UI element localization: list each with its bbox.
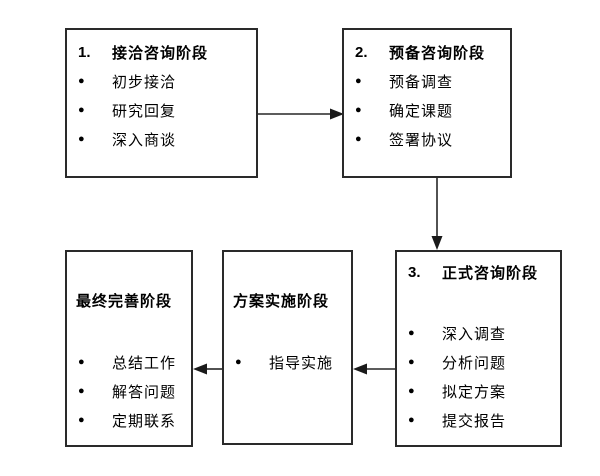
stage-title-row: 方案实施阶段	[224, 286, 351, 315]
stage-item: 签署协议	[389, 132, 454, 149]
stage-item-row: ● 提交报告	[397, 406, 560, 435]
stage-number: 2.	[355, 44, 368, 61]
arrow-stage4-to-stage5	[193, 363, 222, 375]
stage-item: 初步接洽	[112, 74, 177, 91]
stage-title: 预备咨询阶段	[389, 45, 486, 62]
arrow-stage1-to-stage2	[258, 108, 344, 120]
arrow-stage3-to-stage4	[353, 363, 395, 375]
stage-box-initial-contact: 1. 接洽咨询阶段 ● 初步接洽 ● 研究回复 ● 深入商谈	[65, 28, 258, 178]
bullet-icon: ●	[78, 414, 85, 426]
bullet-icon: ●	[235, 356, 242, 368]
bullet-icon: ●	[355, 133, 362, 145]
stage-item: 拟定方案	[442, 384, 507, 401]
stage-item-row: ● 确定课题	[344, 96, 510, 125]
stage-item-row: ● 总结工作	[67, 348, 191, 377]
bullet-icon: ●	[78, 104, 85, 116]
stage-box-final-improvement: 最终完善阶段 ● 总结工作 ● 解答问题 ● 定期联系	[65, 250, 193, 447]
stage-item-row: ● 指导实施	[224, 348, 351, 377]
stage-item-row: ● 解答问题	[67, 377, 191, 406]
stage-item: 分析问题	[442, 355, 507, 372]
stage-number: 1.	[78, 44, 91, 61]
stage-item-row: ● 初步接洽	[67, 67, 256, 96]
stage-box-formal-consulting: 3. 正式咨询阶段 ● 深入调查 ● 分析问题 ● 拟定方案 ● 提交报告	[395, 250, 562, 447]
bullet-icon: ●	[78, 133, 85, 145]
stage-item: 深入调查	[442, 326, 507, 343]
stage-box-implementation: 方案实施阶段 ● 指导实施	[222, 250, 353, 445]
stage-number: 3.	[408, 264, 421, 281]
bullet-icon: ●	[78, 75, 85, 87]
stage-title: 接洽咨询阶段	[112, 45, 209, 62]
stage-item: 研究回复	[112, 103, 177, 120]
stage-item-row: ● 研究回复	[67, 96, 256, 125]
stage-item-row: ● 拟定方案	[397, 377, 560, 406]
stage-title-row: 1. 接洽咨询阶段	[67, 38, 256, 67]
stage-item-row: ● 分析问题	[397, 348, 560, 377]
stage-title-row: 最终完善阶段	[67, 286, 191, 315]
stage-item-row: ● 预备调查	[344, 67, 510, 96]
bullet-icon: ●	[355, 104, 362, 116]
bullet-icon: ●	[408, 356, 415, 368]
stage-item: 预备调查	[389, 74, 454, 91]
stage-item-row: ● 深入调查	[397, 319, 560, 348]
stage-item: 提交报告	[442, 413, 507, 430]
stage-item: 总结工作	[112, 355, 177, 372]
stage-item-row: ● 深入商谈	[67, 125, 256, 154]
stage-title: 正式咨询阶段	[442, 265, 539, 282]
stage-item: 指导实施	[269, 355, 334, 372]
bullet-icon: ●	[78, 385, 85, 397]
bullet-icon: ●	[408, 414, 415, 426]
bullet-icon: ●	[408, 327, 415, 339]
stage-item-row: ● 签署协议	[344, 125, 510, 154]
stage-title: 最终完善阶段	[76, 293, 173, 310]
stage-item: 深入商谈	[112, 132, 177, 149]
bullet-icon: ●	[78, 356, 85, 368]
stage-item: 定期联系	[112, 413, 177, 430]
arrow-stage2-to-stage3	[431, 178, 443, 250]
stage-title-row: 3. 正式咨询阶段	[397, 258, 560, 287]
bullet-icon: ●	[355, 75, 362, 87]
stage-item: 解答问题	[112, 384, 177, 401]
bullet-icon: ●	[408, 385, 415, 397]
stage-title: 方案实施阶段	[233, 293, 330, 310]
stage-item-row: ● 定期联系	[67, 406, 191, 435]
stage-title-row: 2. 预备咨询阶段	[344, 38, 510, 67]
stage-box-preparatory-consulting: 2. 预备咨询阶段 ● 预备调查 ● 确定课题 ● 签署协议	[342, 28, 512, 178]
stage-item: 确定课题	[389, 103, 454, 120]
